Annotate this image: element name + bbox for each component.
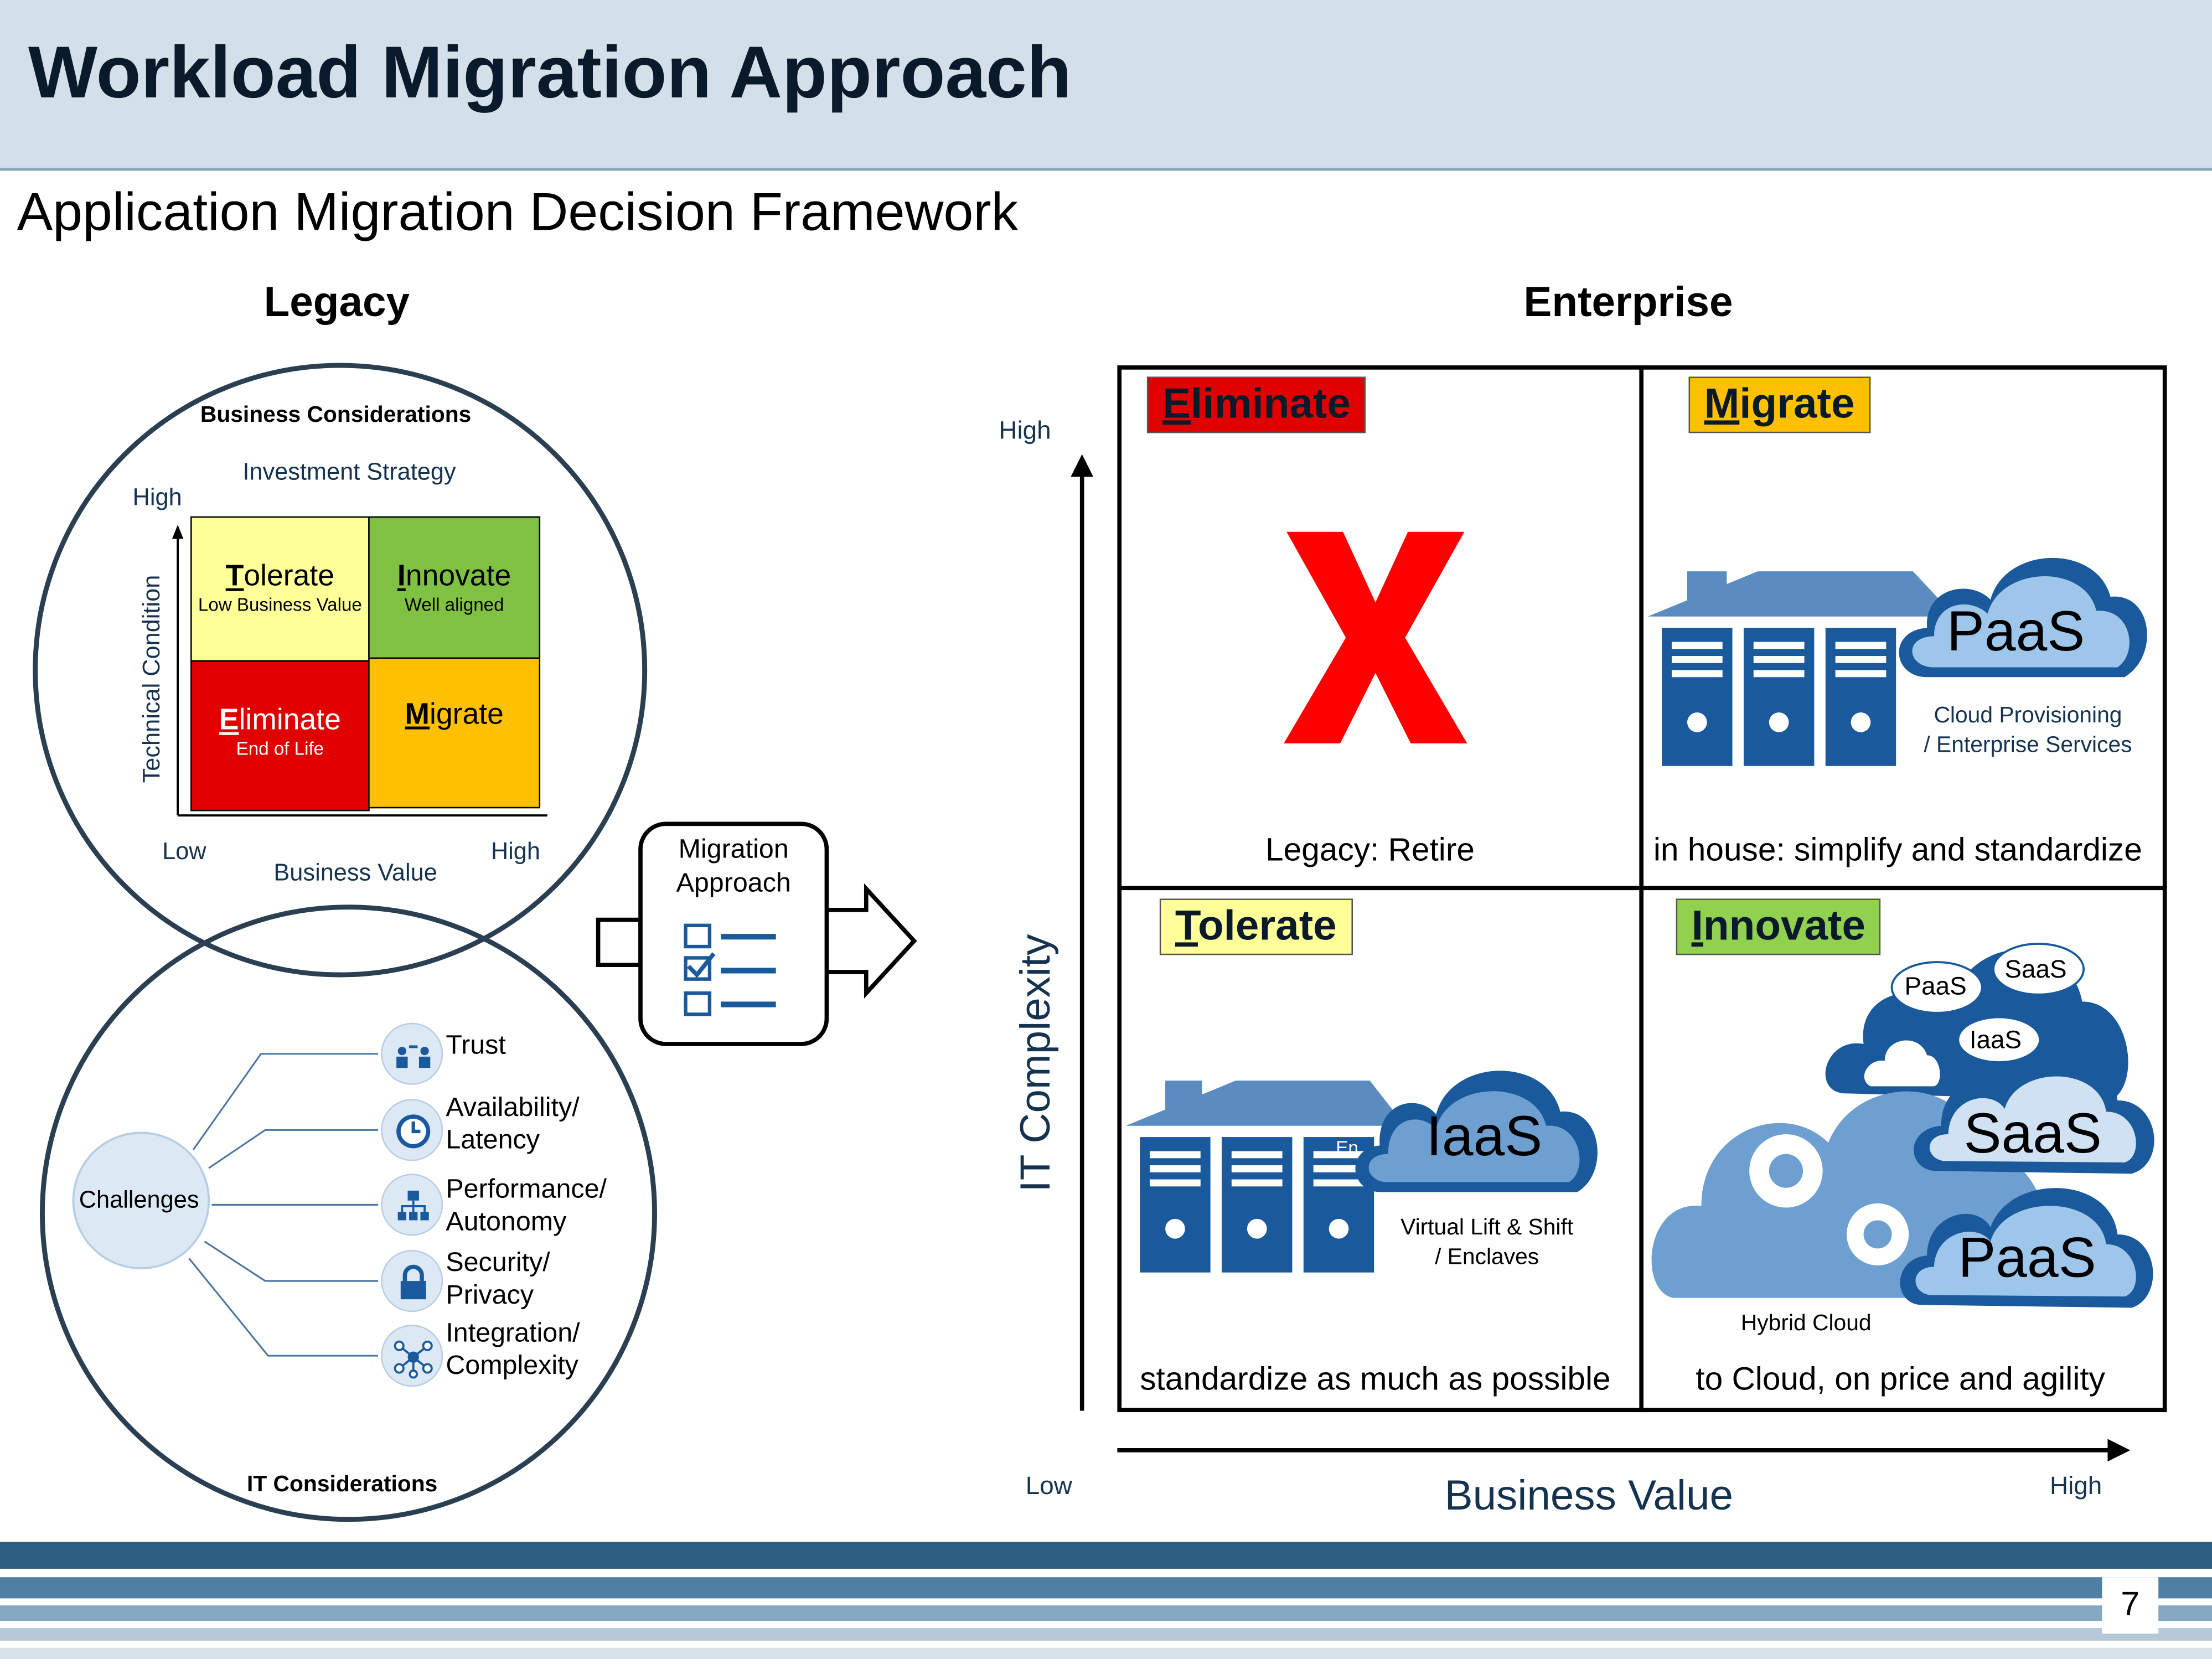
- org-chart-icon: [381, 1174, 443, 1236]
- page-subtitle: Application Migration Decision Framework: [17, 183, 1019, 243]
- grid-hline: [1117, 886, 2167, 891]
- people-icon: [381, 1022, 443, 1085]
- quadrant-label-migrate: Migrate: [1688, 376, 1870, 433]
- footer-stripe-2: [0, 1577, 2212, 1599]
- challenge-performance: Performance/Autonomy: [446, 1175, 607, 1238]
- innovate-rest: nnovate: [405, 560, 511, 593]
- challenges-hub: [72, 1131, 210, 1270]
- challenges-label: Challenges: [79, 1186, 199, 1213]
- checklist-icon: [684, 923, 716, 1016]
- matrix-y-arrow: [172, 525, 184, 539]
- tolerate-cloud-label: IaaS: [1426, 1106, 1543, 1169]
- paas-cloud: [1899, 557, 2147, 678]
- caption-eliminate: Legacy: Retire: [1265, 831, 1475, 868]
- server-racks: [1662, 628, 1896, 766]
- tolerate-cloud-sub: Virtual Lift & Shift/ Enclaves: [1400, 1216, 1574, 1270]
- innovate-small-cloud-saas: SaaS: [2004, 955, 2067, 984]
- legacy-venn: [33, 363, 657, 1522]
- innovate-big-cloud-saas: SaaS: [1963, 1103, 2102, 1166]
- quadrant-label-innovate: Innovate: [1676, 898, 1882, 955]
- retire-x-icon: [1284, 531, 1467, 744]
- clock-icon: [381, 1099, 443, 1161]
- matrix-y-high: High: [132, 484, 182, 511]
- migrate-cloud-label: PaaS: [1946, 601, 2085, 663]
- caption-innovate: to Cloud, on price and agility: [1696, 1360, 2105, 1397]
- caption-migrate: in house: simplify and standardize: [1653, 831, 2142, 868]
- matrix-y-axis-label: Technical Condition: [138, 575, 166, 783]
- innovate-small-cloud-paas: PaaS: [1904, 971, 1967, 1000]
- challenge-availability: Availability/Latency: [446, 1093, 580, 1156]
- migrate-rest: igrate: [429, 698, 504, 731]
- legacy-cell-innovate: Innovate Well aligned: [368, 516, 541, 659]
- legacy-cell-migrate: Migrate: [368, 657, 541, 809]
- page-title: Workload Migration Approach: [28, 32, 1072, 115]
- footer-stripe-3: [0, 1605, 2212, 1621]
- hybrid-cloud-label: Hybrid Cloud: [1740, 1312, 1872, 1336]
- challenge-security: Security/Privacy: [446, 1248, 550, 1311]
- legacy-cell-tolerate: Tolerate Low Business Value: [190, 516, 370, 662]
- header-bar: [0, 0, 2212, 171]
- legacy-title: Legacy: [263, 279, 410, 326]
- migration-arrow: [596, 821, 917, 1046]
- innovate-big-cloud-paas: PaaS: [1958, 1227, 2096, 1290]
- network-icon: [381, 1325, 443, 1387]
- enterprise-y-high: High: [999, 416, 1051, 445]
- innovate-small-cloud-iaas: IaaS: [1969, 1025, 2022, 1054]
- eliminate-initial: E: [219, 704, 239, 737]
- innovate-initial: I: [397, 560, 406, 593]
- legacy-cell-eliminate: Eliminate End of Life: [190, 660, 370, 812]
- it-considerations-title: IT Considerations: [246, 1472, 438, 1497]
- iaas-cloud: [1355, 1071, 1598, 1192]
- business-circle: [33, 363, 648, 978]
- enterprise-x-high: High: [2049, 1471, 2102, 1500]
- challenge-trust: Trust: [446, 1031, 506, 1061]
- tolerate-initial: T: [225, 560, 244, 593]
- footer-stripe-5: [0, 1647, 2212, 1659]
- caption-tolerate: standardize as much as possible: [1140, 1360, 1611, 1397]
- investment-strategy-label: Investment Strategy: [242, 458, 456, 485]
- lock-icon: [381, 1249, 443, 1312]
- enterprise-x-low: Low: [1025, 1471, 1072, 1500]
- challenge-connectors: [188, 1053, 378, 1357]
- migrate-datacenter-icon: [1647, 557, 2147, 766]
- it-circle: [39, 905, 657, 1522]
- eliminate-sub: End of Life: [236, 737, 324, 759]
- enterprise-axes: [1071, 454, 2131, 1462]
- quadrant-label-tolerate: Tolerate: [1159, 898, 1352, 955]
- challenge-integration: Integration/Complexity: [446, 1319, 580, 1381]
- enterprise-x-axis-label: Business Value: [1444, 1472, 1734, 1520]
- migrate-initial: M: [405, 698, 430, 731]
- footer-stripe-4: [0, 1627, 2212, 1641]
- tolerate-rest: olerate: [244, 560, 335, 593]
- page-number: 7: [2102, 1577, 2159, 1634]
- matrix-x-axis-label: Business Value: [273, 859, 437, 886]
- innovate-hybrid-cloud-icon: [1651, 943, 2154, 1308]
- tolerate-partial-label: En: [1336, 1137, 1358, 1159]
- matrix-x-low: Low: [162, 838, 206, 865]
- business-considerations-title: Business Considerations: [200, 403, 472, 428]
- matrix-x-high: High: [490, 838, 540, 865]
- tolerate-datacenter-icon: [1125, 1071, 1598, 1273]
- migrate-cloud-sub: Cloud Provisioning/ Enterprise Services: [1924, 704, 2132, 758]
- footer-stripe-1: [0, 1542, 2212, 1569]
- enterprise-title: Enterprise: [1523, 279, 1733, 326]
- tolerate-sub: Low Business Value: [198, 593, 362, 616]
- enterprise-y-axis-label: IT Complexity: [1012, 934, 1060, 1192]
- quadrant-label-eliminate: Eliminate: [1146, 376, 1366, 433]
- innovate-sub: Well aligned: [404, 593, 504, 616]
- eliminate-rest: liminate: [239, 704, 341, 737]
